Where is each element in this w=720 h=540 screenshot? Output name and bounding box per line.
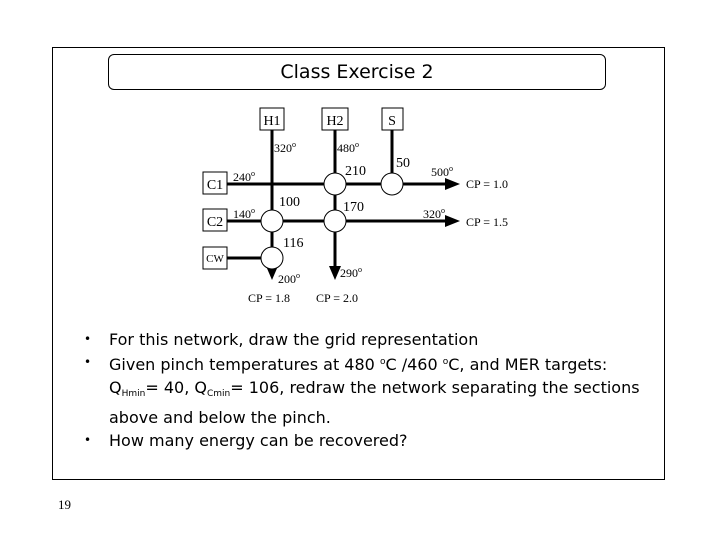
exchanger-h1-c2	[260, 209, 284, 233]
bullet-dot: •	[84, 332, 92, 346]
stream-box-s: S	[381, 107, 404, 131]
temp-h2-inlet: 480o	[337, 140, 359, 155]
stream-box-h2: H2	[321, 107, 349, 131]
slide-number: 19	[58, 497, 71, 512]
stream-label-h1: H1	[263, 114, 280, 129]
h1-stream-line	[266, 130, 278, 280]
subscript-hmin: Hmin	[121, 389, 146, 399]
bullet-text-2b: C /460	[385, 355, 443, 374]
stream-box-cw: CW	[202, 246, 228, 270]
bullet-list: • For this network, draw the grid repres…	[84, 328, 644, 452]
bullet-item-3: • How many energy can be recovered?	[84, 429, 644, 452]
slide-frame	[52, 47, 665, 480]
degree-mark: o	[442, 357, 449, 367]
duty-170: 170	[343, 200, 364, 215]
stream-box-h1: H1	[259, 107, 285, 131]
duty-116: 116	[283, 236, 303, 251]
cp-c1: CP = 1.0	[466, 177, 508, 191]
stream-label-s: S	[388, 114, 396, 129]
temp-h2-outlet: 290o	[340, 265, 362, 280]
temp-h1-outlet: 200o	[278, 271, 300, 286]
exchanger-h2-c2	[323, 209, 347, 233]
bullet-dot: •	[84, 355, 92, 369]
exchanger-s-c1	[380, 172, 404, 196]
subscript-cmin: Cmin	[206, 389, 231, 399]
cp-h1: CP = 1.8	[248, 291, 290, 305]
bullet-dot: •	[84, 433, 92, 447]
title-box: Class Exercise 2	[108, 54, 606, 90]
stream-label-h2: H2	[326, 114, 343, 129]
temp-c2-outlet: 320o	[423, 206, 445, 221]
temp-h1-inlet: 320o	[274, 140, 296, 155]
bullet-text-2a: Given pinch temperatures at 480	[109, 355, 380, 374]
bullet-text-1: For this network, draw the grid represen…	[109, 330, 479, 349]
temp-c2-inlet: 140o	[233, 206, 255, 221]
stream-label-cw: CW	[206, 253, 224, 265]
duty-50: 50	[396, 156, 410, 171]
bullet-text-2d: = 40, Q	[145, 378, 207, 397]
degree-mark: o	[379, 357, 386, 367]
stream-label-c2: C2	[207, 215, 223, 230]
duty-100: 100	[279, 195, 300, 210]
stream-box-c2: C2	[202, 208, 228, 232]
duty-210: 210	[345, 164, 366, 179]
stream-box-c1: C1	[202, 171, 228, 195]
heat-exchanger-network: H1 H2 S C1 C2 CW 320o 480o 500o 240o 140…	[202, 107, 508, 305]
bullet-text-2e: = 106, redraw the network separating the…	[109, 378, 640, 427]
h2-stream-line	[329, 130, 341, 280]
temp-c1-inlet: 240o	[233, 169, 255, 184]
bullet-item-2: • Given pinch temperatures at 480 oC /46…	[84, 351, 644, 429]
bullet-item-1: • For this network, draw the grid repres…	[84, 328, 644, 351]
cp-c2: CP = 1.5	[466, 215, 508, 229]
cp-h2: CP = 2.0	[316, 291, 358, 305]
exchanger-h1-cw	[260, 246, 284, 270]
temp-s-inlet: 500o	[431, 164, 453, 179]
slide-title: Class Exercise 2	[280, 61, 434, 83]
bullet-text-q: Q	[109, 378, 122, 397]
bullet-text-3: How many energy can be recovered?	[109, 431, 408, 450]
stream-label-c1: C1	[207, 178, 223, 193]
bullet-text-2c: C, and MER targets:	[448, 355, 608, 374]
exchanger-h2-c1	[323, 172, 347, 196]
